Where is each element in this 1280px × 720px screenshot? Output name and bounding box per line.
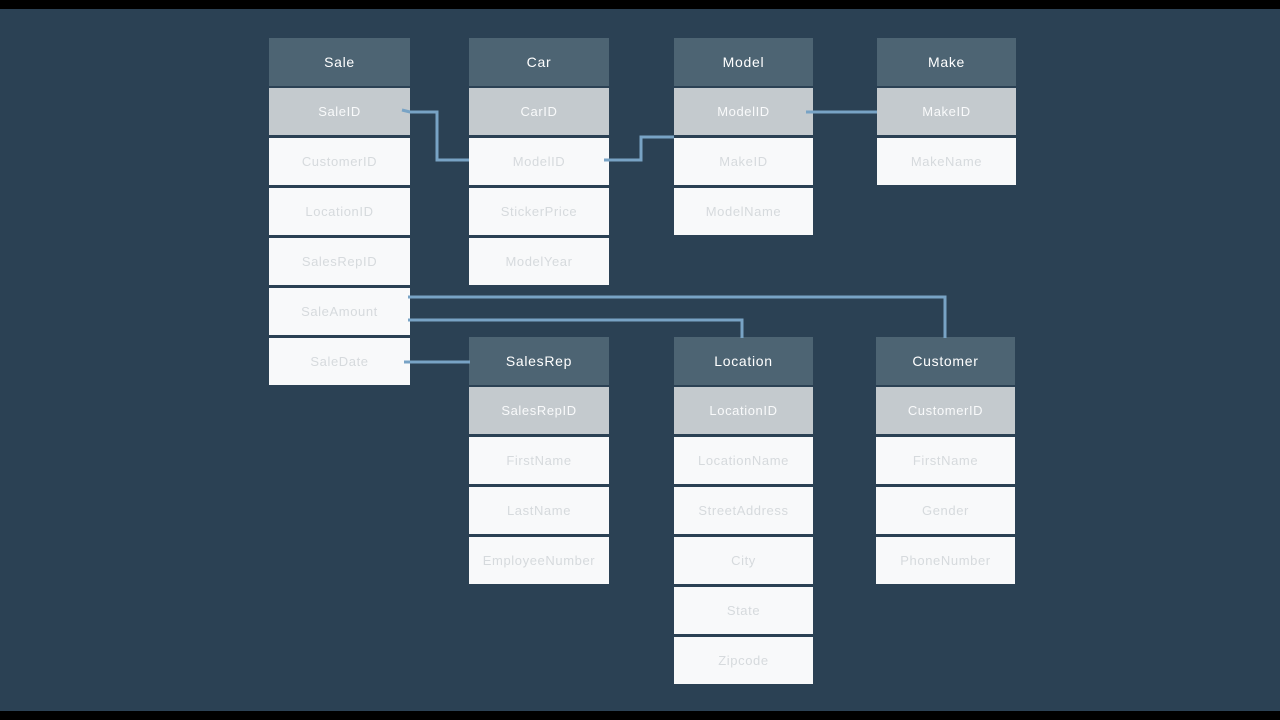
- field-modelname: ModelName: [674, 188, 813, 235]
- pk-field-makeid: MakeID: [877, 88, 1016, 135]
- field-makename: MakeName: [877, 138, 1016, 185]
- pk-field-customerid: CustomerID: [876, 387, 1015, 434]
- letterbox-bar-bottom: [0, 711, 1280, 720]
- table-title-location: Location: [674, 337, 813, 385]
- field-saledate: SaleDate: [269, 338, 410, 385]
- field-customerid: CustomerID: [269, 138, 410, 185]
- field-firstname: FirstName: [469, 437, 609, 484]
- table-title-make: Make: [877, 38, 1016, 86]
- table-title-model: Model: [674, 38, 813, 86]
- table-title-salesrep: SalesRep: [469, 337, 609, 385]
- table-title-sale: Sale: [269, 38, 410, 86]
- field-makeid: MakeID: [674, 138, 813, 185]
- field-lastname: LastName: [469, 487, 609, 534]
- table-title-car: Car: [469, 38, 609, 86]
- field-locationname: LocationName: [674, 437, 813, 484]
- field-firstname: FirstName: [876, 437, 1015, 484]
- field-stickerprice: StickerPrice: [469, 188, 609, 235]
- field-phonenumber: PhoneNumber: [876, 537, 1015, 584]
- field-zipcode: Zipcode: [674, 637, 813, 684]
- field-gender: Gender: [876, 487, 1015, 534]
- pk-field-saleid: SaleID: [269, 88, 410, 135]
- field-salesrepid: SalesRepID: [269, 238, 410, 285]
- relationship-sale-to-car: [401, 108, 469, 162]
- table-title-customer: Customer: [876, 337, 1015, 385]
- relationship-sale-to-location: [408, 318, 744, 338]
- field-locationid: LocationID: [269, 188, 410, 235]
- letterbox-bar-top: [0, 0, 1280, 9]
- pk-field-locationid: LocationID: [674, 387, 813, 434]
- field-city: City: [674, 537, 813, 584]
- field-state: State: [674, 587, 813, 634]
- field-streetaddress: StreetAddress: [674, 487, 813, 534]
- pk-field-salesrepid: SalesRepID: [469, 387, 609, 434]
- field-modelid: ModelID: [469, 138, 609, 185]
- pk-field-modelid: ModelID: [674, 88, 813, 135]
- field-saleamount: SaleAmount: [269, 288, 410, 335]
- pk-field-carid: CarID: [469, 88, 609, 135]
- relationship-car-to-model: [604, 135, 674, 162]
- relationship-sale-to-customer: [408, 295, 947, 338]
- field-employeenumber: EmployeeNumber: [469, 537, 609, 584]
- field-modelyear: ModelYear: [469, 238, 609, 285]
